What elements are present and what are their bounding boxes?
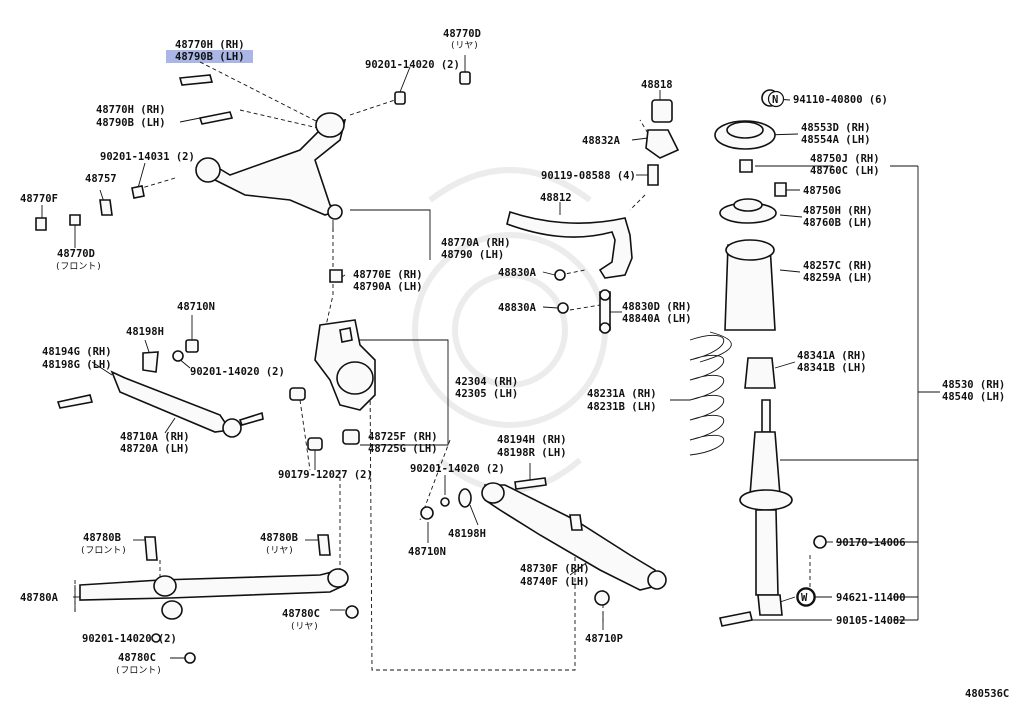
label-48725f-rh: 48725F (RH) [368,431,438,443]
label-48770e-rh: 48770E (RH) [353,269,423,281]
label-48812: 48812 [540,192,572,204]
upper-control-arm [195,112,347,232]
label-48780c-rear-note: (リヤ) [290,622,319,632]
label-42305-lh: 42305 (LH) [455,388,518,400]
label-48198r-lh: 48198R (LH) [497,447,567,459]
label-90201-14020-right: 90201-14020 (2) [410,463,505,475]
label-48830a-1: 48830A [498,267,537,279]
label-48530-rh: 48530 (RH) [942,379,1005,391]
label-48730f-rh: 48730F (RH) [520,563,590,575]
label-48725g-lh: 48725G (LH) [368,443,438,455]
label-48198h-right: 48198H [448,528,486,540]
label-48231b-lh: 48231B (LH) [587,401,657,413]
label-48840a-lh: 48840A (LH) [622,313,692,325]
label-48770d-rear-num: 48770D [443,28,481,40]
label-48750h-rh: 48750H (RH) [803,205,873,217]
label-48259a-lh: 48259A (LH) [803,272,873,284]
label-48554a-lh: 48554A (LH) [801,134,871,146]
label-90201-14020-top: 90201-14020 (2) [365,59,460,71]
label-48790b-lh-top: 48790B (LH) [175,51,245,63]
label-48790-lh: 48790 (LH) [441,249,504,261]
label-48780b-front-note: (フロント) [80,546,127,556]
label-48760b-lh: 48760B (LH) [803,217,873,229]
lower-front-arm [420,477,667,606]
label-48818: 48818 [641,79,673,91]
label-48198h-left: 48198H [126,326,164,338]
label-90201-14020-bottom: 90201-14020 (2) [82,633,177,645]
label-94110-40800: 94110-40800 (6) [793,94,888,106]
label-48710n-bottom: 48710N [408,546,446,558]
label-90179-12027: 90179-12027 (2) [278,469,373,481]
markers: N W [767,90,815,606]
label-48710a-rh: 48710A (RH) [120,431,190,443]
highlight-box [166,50,253,63]
label-48757: 48757 [85,173,117,185]
label-48341b-lh: 48341B (LH) [797,362,867,374]
label-48198g-lh: 48198G (LH) [42,359,112,371]
label-48770f: 48770F [20,193,58,205]
bolts-top [35,71,471,283]
label-48194h-rh: 48194H (RH) [497,434,567,446]
label-48832a: 48832A [582,135,621,147]
label-48760c-lh: 48760C (LH) [810,165,880,177]
label-48257c-rh: 48257C (RH) [803,260,873,272]
label-48780c-rear-num: 48780C [282,608,320,620]
n-marker: N [772,94,778,106]
label-48770a-rh: 48770A (RH) [441,237,511,249]
label-48710n-top: 48710N [177,301,215,313]
label-48341a-rh: 48341A (RH) [797,350,867,362]
label-48830a-2: 48830A [498,302,537,314]
leader-lines [41,55,940,659]
lower-rear-arm [74,534,359,664]
steering-knuckle [289,319,376,451]
label-48710p: 48710P [585,633,623,645]
label-diagram-id: 480536C [965,688,1009,700]
toe-control-arm [56,339,264,438]
label-48790b-lh-2: 48790B (LH) [96,117,166,129]
label-48770d-rear-note: (リヤ) [450,41,479,51]
label-48740f-lh: 48740F (LH) [520,576,590,588]
label-48720a-lh: 48720A (LH) [120,443,190,455]
label-48780a: 48780A [20,592,59,604]
label-48750j-rh: 48750J (RH) [810,153,880,165]
label-48780b-rear-num: 48780B [260,532,298,544]
labels: 48770H (RH) 48790B (LH) 48770D (リヤ) 9020… [20,28,1009,700]
label-90119-08588: 90119-08588 (4) [541,170,636,182]
label-48830d-rh: 48830D (RH) [622,301,692,313]
label-48790a-lh: 48790A (LH) [353,281,423,293]
label-48194g-rh: 48194G (RH) [42,346,112,358]
label-90201-14020-mid: 90201-14020 (2) [190,366,285,378]
label-48770d-front-note: (フロント) [55,262,102,272]
label-90201-14031: 90201-14031 (2) [100,151,195,163]
label-90170-14006: 90170-14006 [836,537,906,549]
label-48770h-rh-2: 48770H (RH) [96,104,166,116]
label-48780b-rear-note: (リヤ) [265,546,294,556]
shock-absorber-assembly [689,89,827,627]
stabilizer-bar [506,99,680,334]
label-48231a-rh: 48231A (RH) [587,388,657,400]
label-48780b-front-num: 48780B [83,532,121,544]
label-48780c-front-num: 48780C [118,652,156,664]
label-48750g: 48750G [803,185,841,197]
label-42304-rh: 42304 (RH) [455,376,518,388]
label-48770h-rh-top: 48770H (RH) [175,39,245,51]
label-48780c-front-note: (フロント) [115,666,162,676]
w-marker: W [801,592,808,604]
label-94621-11400: 94621-11400 [836,592,906,604]
label-48540-lh: 48540 (LH) [942,391,1005,403]
label-90105-14082: 90105-14082 [836,615,906,627]
label-48770d-front-num: 48770D [57,248,95,260]
label-48553d-rh: 48553D (RH) [801,122,871,134]
